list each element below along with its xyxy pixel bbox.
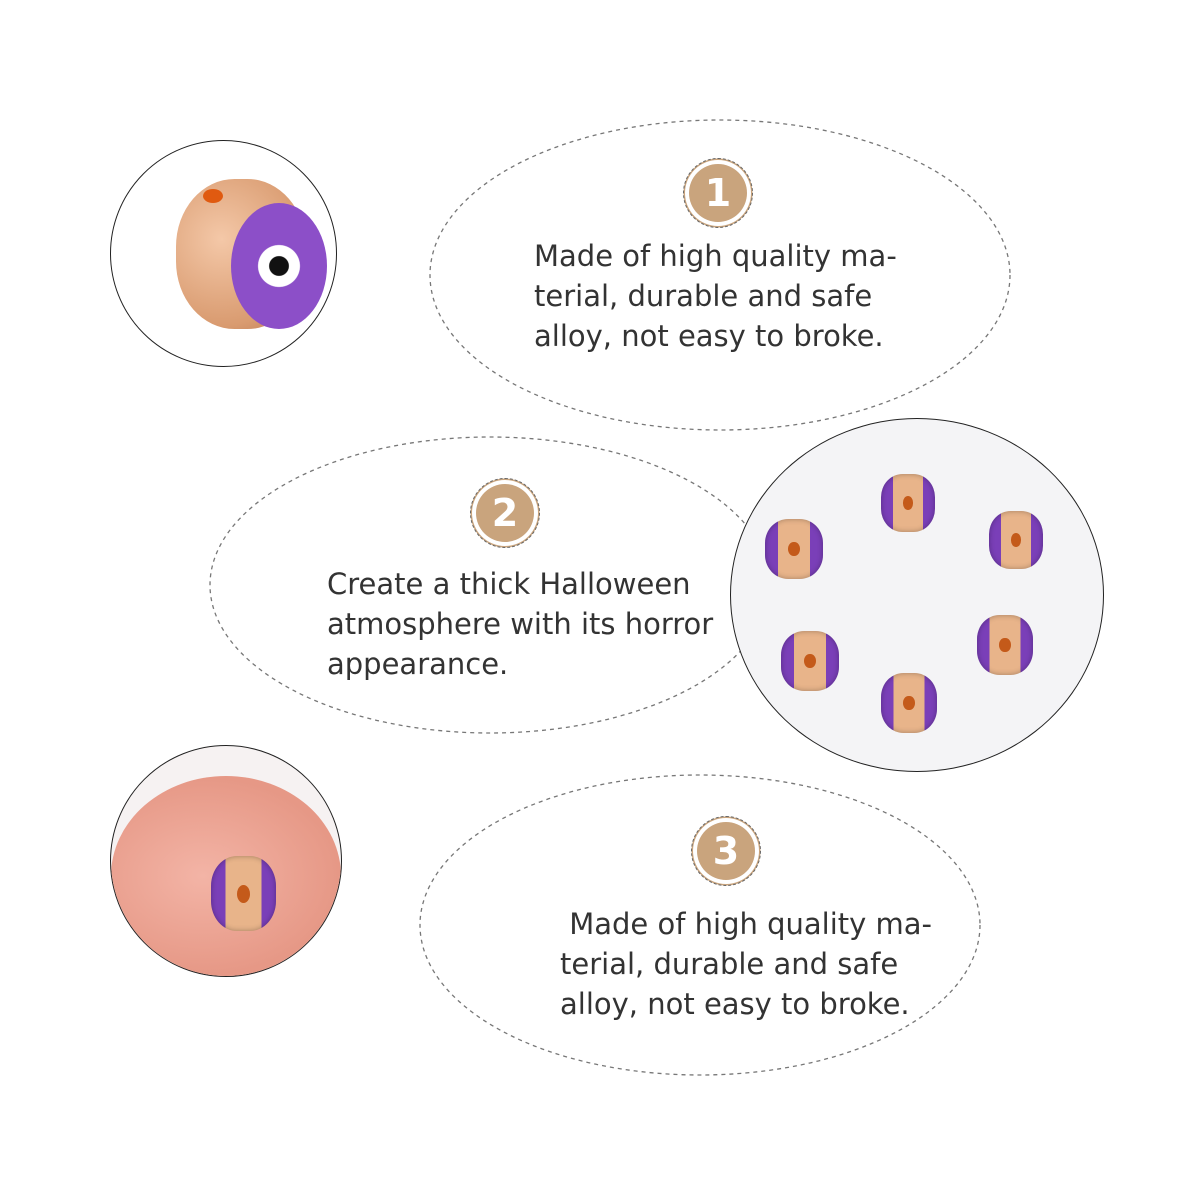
text-line: terial, durable and safe [560,947,899,981]
bead [765,519,823,579]
bead [881,673,937,733]
bead [977,615,1033,675]
feature-number-badge-3: 3 [691,816,761,886]
text-line: Made of high quality ma- [534,239,897,273]
bead-eye [231,203,327,329]
bead [781,631,839,691]
text-line: appearance. [327,647,509,681]
dashed-ellipse-1 [429,119,1011,431]
bead-on-finger-photo [110,745,342,977]
text-line: alloy, not easy to broke. [534,319,884,353]
text-line: terial, durable and safe [534,279,873,313]
bead-closeup-photo [110,140,337,367]
text-line: Create a thick Halloween [327,567,691,601]
beads-group-photo [730,418,1104,772]
dashed-ellipse-3 [419,774,981,1076]
feature-text-3: Made of high quality ma-terial, durable … [560,904,980,1024]
bead [211,856,276,931]
feature-number-badge-1: 1 [683,158,753,228]
feature-number-badge-2: 2 [470,478,540,548]
bead [989,511,1043,569]
feature-text-1: Made of high quality ma-terial, durable … [534,236,954,356]
text-line: alloy, not easy to broke. [560,987,910,1021]
feature-text-2: Create a thick Halloween atmosphere with … [327,564,747,684]
text-line: Made of high quality ma- [560,907,933,941]
text-line: atmosphere with its horror [327,607,714,641]
bead [881,474,935,532]
bead-hole [203,189,223,203]
